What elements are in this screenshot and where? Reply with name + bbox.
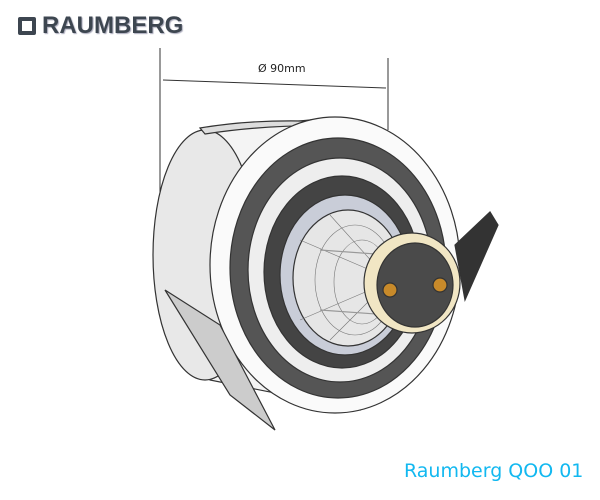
product-caption: Raumberg QOO 01	[404, 460, 584, 482]
dimension-lines	[159, 48, 389, 195]
logo-text: RAUMBERG	[42, 12, 184, 39]
brand-logo: RAUMBERG	[18, 12, 183, 40]
fixture-body	[152, 116, 499, 431]
diameter-label: Ø 90mm	[258, 62, 306, 75]
logo-square-icon	[18, 17, 36, 35]
